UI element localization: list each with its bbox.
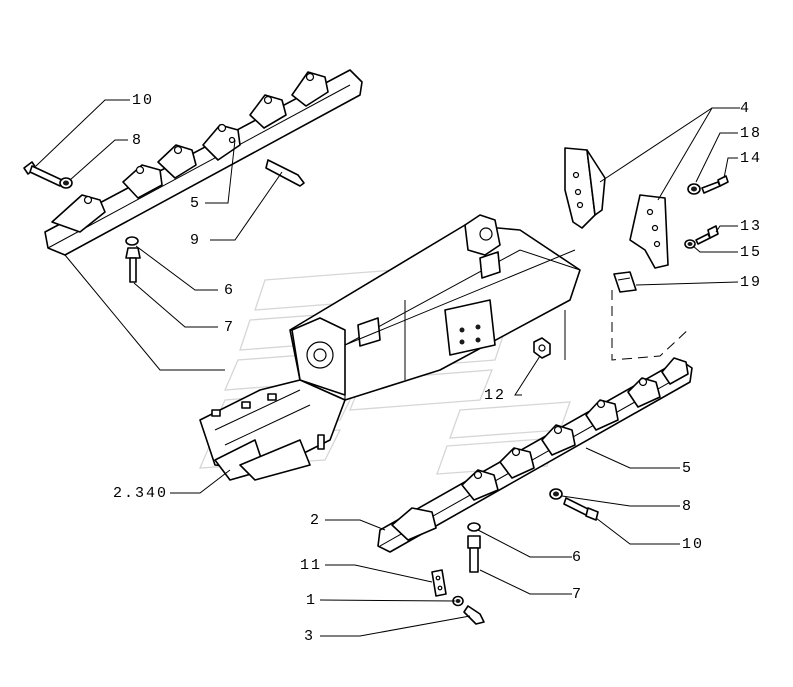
- washer-6-bottom: [467, 522, 481, 532]
- callout-10-bottom: 10: [682, 536, 704, 553]
- callout-9: 9: [190, 232, 201, 249]
- callout-labels: 10 8 5 9 6 7 4 18 14 13 15 19 12 2.340 5…: [113, 92, 762, 645]
- bolt-7-bottom: [467, 535, 481, 573]
- callout-14: 14: [740, 150, 762, 167]
- callout-4: 4: [740, 100, 751, 117]
- callout-7-top: 7: [224, 319, 235, 336]
- callout-1: 1: [306, 592, 317, 609]
- callout-12: 12: [484, 387, 506, 404]
- bolt-7-top: [125, 247, 141, 283]
- pin-9: [265, 159, 305, 187]
- plate-4-left: [564, 147, 606, 229]
- callout-5-bottom: 5: [682, 460, 693, 477]
- washer-15: [684, 239, 696, 249]
- callout-7-bottom: 7: [572, 586, 583, 603]
- callout-8-bottom: 8: [682, 498, 693, 515]
- callout-19: 19: [740, 274, 762, 291]
- plate-4-right: [629, 194, 669, 269]
- callout-11: 11: [300, 557, 322, 574]
- callout-2: 2: [310, 512, 321, 529]
- leader-lines: [35, 99, 740, 637]
- callout-13: 13: [740, 218, 762, 235]
- plate-11: [431, 569, 447, 597]
- callout-3: 3: [304, 628, 315, 645]
- washer-8-top: [59, 177, 73, 189]
- clip-19: [613, 271, 637, 293]
- washer-18: [687, 183, 701, 195]
- bolt-10-bottom: [563, 497, 599, 521]
- bolt-14: [701, 175, 729, 194]
- callout-18: 18: [740, 125, 762, 142]
- callout-2340: 2.340: [113, 485, 168, 502]
- bolt-3: [463, 605, 485, 625]
- washer-8-bottom: [549, 488, 563, 500]
- lower-rail-bracket: [377, 357, 693, 553]
- callout-10-top: 10: [132, 92, 154, 109]
- callout-6-top: 6: [224, 282, 235, 299]
- nut-12: [533, 337, 551, 359]
- bolt-10-top: [23, 161, 63, 187]
- callout-15: 15: [740, 244, 762, 261]
- bolt-13: [695, 225, 719, 245]
- upper-rail-bracket: [44, 69, 363, 256]
- callout-5-top: 5: [190, 195, 201, 212]
- washer-6-top: [125, 236, 139, 246]
- main-frame: [199, 214, 581, 481]
- callout-8-top: 8: [132, 132, 143, 149]
- callout-6-bottom: 6: [572, 549, 583, 566]
